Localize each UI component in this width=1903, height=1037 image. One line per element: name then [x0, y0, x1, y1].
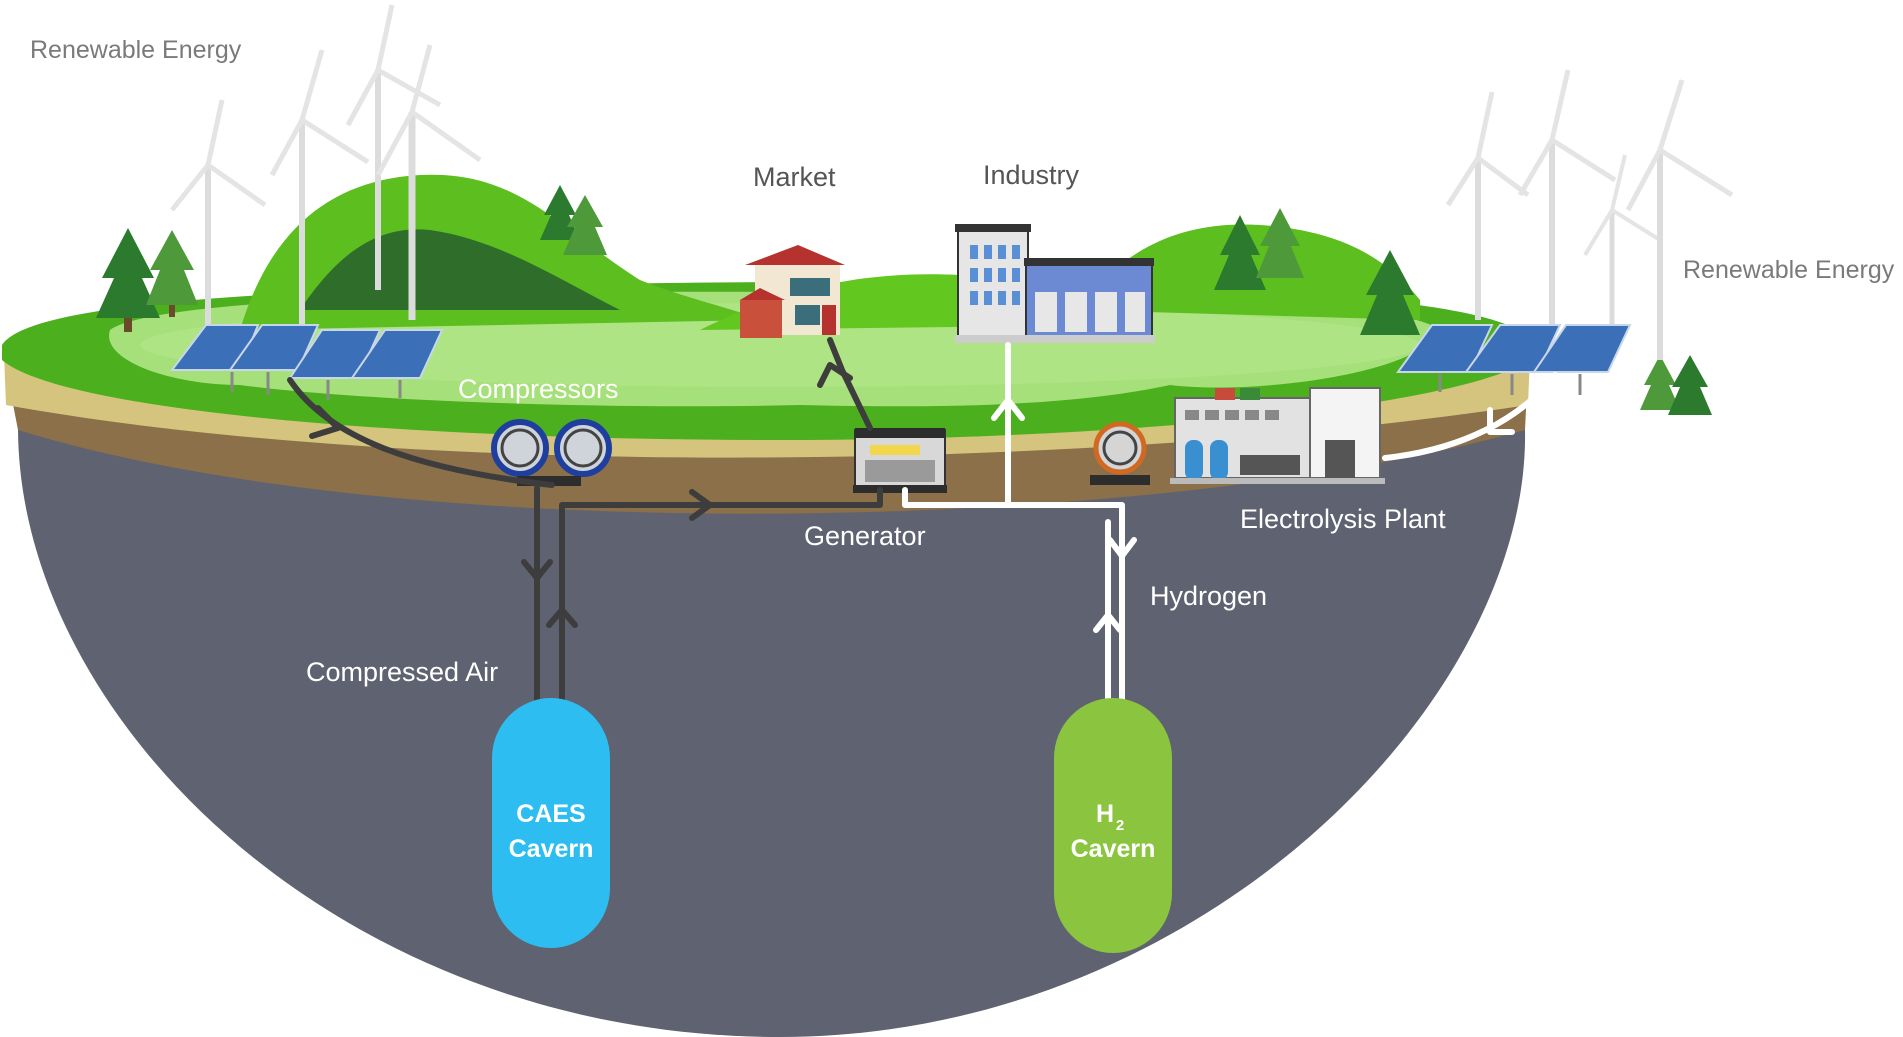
compressor-icon [491, 419, 612, 486]
label-compressed-air: Compressed Air [306, 657, 498, 687]
house-icon [740, 245, 845, 338]
wind-turbine-icon [375, 44, 482, 320]
h2-cavern-label-h: H [1096, 800, 1114, 828]
h2-cavern: H 2 Cavern [1054, 698, 1172, 953]
solar-panels-left [169, 324, 444, 400]
pine-tree-icon [96, 228, 160, 332]
pipe-renewable-to-compressors [287, 377, 555, 488]
wind-turbine-icon [1625, 79, 1734, 360]
wind-turbine-icon [1583, 154, 1662, 345]
trees [96, 185, 1712, 415]
solar-panel-icon [350, 329, 444, 398]
caes-cavern-label-line1: CAES [516, 800, 585, 828]
label-market: Market [753, 162, 836, 192]
wind-turbine-icon [345, 4, 442, 290]
solar-panel-icon [1532, 324, 1632, 395]
label-generator: Generator [804, 521, 926, 551]
label-industry: Industry [983, 160, 1080, 190]
pine-tree-icon [1214, 215, 1266, 290]
h2-cavern-label-line2: Cavern [1071, 835, 1156, 863]
flow-pipes [287, 337, 1558, 718]
wind-turbine-icon [1517, 69, 1617, 330]
caes-cavern-label-line2: Cavern [509, 835, 594, 863]
pipe-generator-to-industry [902, 342, 1011, 508]
label-hydrogen: Hydrogen [1150, 581, 1267, 611]
electrolysis-plant-icon [1170, 387, 1385, 484]
wind-turbines-right [1445, 69, 1734, 360]
ground-cross-section [2, 282, 1530, 1037]
pine-tree-icon [563, 195, 607, 255]
generator-icon [853, 428, 947, 493]
label-electrolysis-plant: Electrolysis Plant [1240, 504, 1446, 534]
pipe-hydrogen-in [1005, 502, 1125, 718]
label-compressors: Compressors [458, 374, 619, 404]
wind-turbine-icon [1445, 91, 1530, 320]
pine-tree-icon [1360, 250, 1420, 335]
pine-tree-icon [1668, 355, 1712, 415]
compressor-icon [1090, 421, 1150, 485]
pine-tree-icon [146, 230, 198, 317]
label-renewable-energy-right: Renewable Energy [1683, 256, 1895, 284]
h2-cavern-label-sub: 2 [1116, 817, 1124, 834]
pipe-renewable-to-electrolysis [1382, 372, 1558, 461]
solar-panels-right [1396, 324, 1632, 395]
factory-icon [955, 224, 1155, 343]
wind-turbine-icon [269, 49, 370, 355]
pine-tree-icon [1640, 355, 1680, 410]
pine-tree-icon [1256, 208, 1304, 278]
caes-cavern: CAES Cavern [492, 698, 610, 948]
label-renewable-energy-left: Renewable Energy [30, 36, 242, 64]
